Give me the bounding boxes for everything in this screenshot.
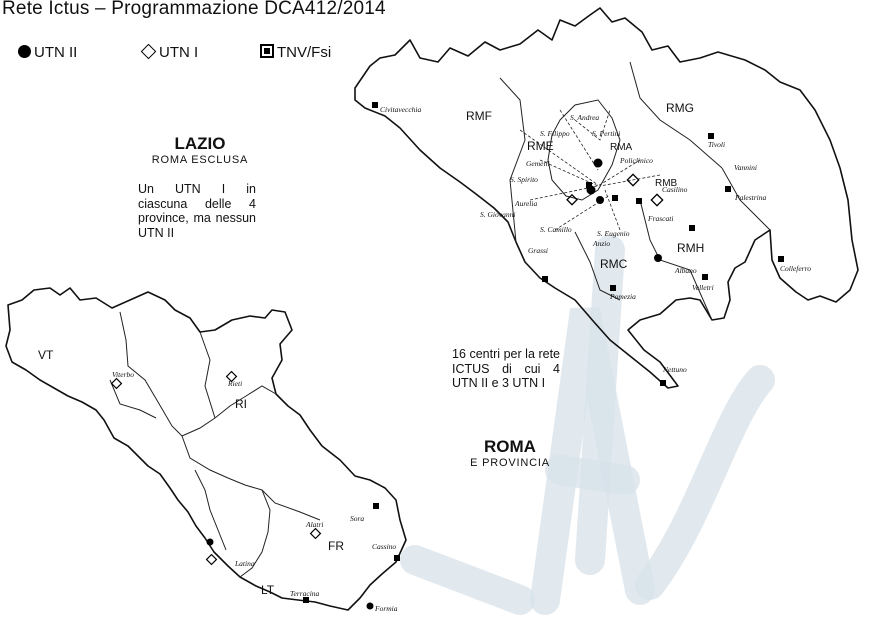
diamond-icon bbox=[309, 527, 322, 540]
lazio-map-labels: VT RI FR LT Viterbo Rieti Alatri Sora Ca… bbox=[38, 348, 398, 613]
map-label: S. Camillo bbox=[540, 225, 572, 234]
map-label: RMF bbox=[466, 109, 492, 123]
roma-map-labels: Civitavecchia RMF RMG RME RMA RMB RMC RM… bbox=[380, 101, 811, 374]
map-label: Albano bbox=[674, 266, 697, 275]
page-title: Rete Ictus – Programmazione DCA412/2014 bbox=[2, 0, 386, 19]
map-label: Palestrina bbox=[734, 193, 766, 202]
map-label: S. Eugenio bbox=[597, 229, 630, 238]
map-label: Vannini bbox=[734, 163, 757, 172]
map-label: RMC bbox=[600, 257, 628, 271]
map-label: Velletri bbox=[692, 283, 714, 292]
map-label: Pomezia bbox=[609, 292, 636, 301]
diamond-icon bbox=[225, 370, 238, 383]
map-label: S. Pertini bbox=[592, 129, 620, 138]
square-icon bbox=[394, 555, 400, 561]
map-label: Policlinico bbox=[619, 156, 653, 165]
legend-utn2: UTN II bbox=[18, 44, 77, 61]
square-icon bbox=[636, 198, 642, 204]
map-label: RMB bbox=[655, 178, 678, 189]
filled-circle-icon bbox=[593, 158, 603, 168]
legend-tnv: TNV/Fsi bbox=[260, 44, 331, 61]
map-label: Frascati bbox=[647, 214, 673, 223]
roma-note: 16 centri per la rete ICTUS di cui 4 UTN… bbox=[452, 347, 560, 390]
legend-tnv-label: TNV/Fsi bbox=[277, 44, 332, 61]
diamond-icon bbox=[110, 377, 123, 390]
square-icon bbox=[303, 597, 309, 603]
map-label: Anzio bbox=[592, 239, 610, 248]
roma-heading-block: ROMA E PROVINCIA bbox=[455, 437, 565, 469]
map-label: Casilino bbox=[662, 185, 688, 194]
map-label: Nettuno bbox=[662, 365, 687, 374]
lazio-heading-block: LAZIO ROMA ESCLUSA bbox=[134, 134, 266, 166]
map-label: Civitavecchia bbox=[380, 105, 421, 114]
square-icon bbox=[542, 276, 548, 282]
filled-circle-icon bbox=[596, 196, 604, 204]
roma-subheading: E PROVINCIA bbox=[470, 457, 550, 469]
lazio-map bbox=[5, 287, 407, 611]
map-label: Rieti bbox=[227, 379, 242, 388]
square-icon bbox=[660, 380, 666, 386]
square-icon bbox=[702, 274, 708, 280]
map-label: RI bbox=[235, 397, 247, 411]
map-label: Aurelia bbox=[514, 199, 537, 208]
map-label: S. Spirito bbox=[510, 175, 538, 184]
map-label: Sora bbox=[350, 514, 364, 523]
map-label: S. Filippo bbox=[540, 129, 570, 138]
map-label: Formia bbox=[374, 604, 398, 613]
map-label: Colleferro bbox=[780, 264, 811, 273]
roma-map-markers bbox=[372, 102, 784, 386]
lazio-subheading: ROMA ESCLUSA bbox=[151, 154, 249, 166]
square-icon bbox=[708, 133, 714, 139]
filled-circle-icon bbox=[206, 538, 214, 546]
map-label: LT bbox=[261, 583, 275, 597]
map-label: S. Giovanni bbox=[480, 210, 515, 219]
lazio-map-markers bbox=[110, 370, 400, 610]
map-label: S. Andrea bbox=[570, 113, 599, 122]
square-icon bbox=[260, 44, 274, 58]
square-icon bbox=[373, 503, 379, 509]
diamond-icon bbox=[626, 173, 640, 187]
filled-circle-icon bbox=[654, 254, 662, 262]
map-label: Viterbo bbox=[112, 370, 134, 379]
map-label: Tivoli bbox=[708, 140, 725, 149]
watermark bbox=[400, 235, 775, 615]
map-label: RME bbox=[527, 139, 554, 153]
map-label: RMH bbox=[677, 241, 704, 255]
map-label: FR bbox=[328, 539, 344, 553]
map-label: Gemelli bbox=[526, 159, 550, 168]
diamond-icon bbox=[566, 193, 578, 206]
roma-heading: ROMA bbox=[484, 437, 536, 456]
roma-map bbox=[354, 7, 859, 389]
map-label: Grassi bbox=[528, 246, 548, 255]
map-label: Alatri bbox=[305, 520, 324, 529]
filled-circle-icon bbox=[366, 602, 374, 610]
diamond-icon bbox=[205, 553, 218, 566]
square-icon bbox=[689, 225, 695, 231]
legend-utn2-label: UTN II bbox=[34, 44, 78, 61]
square-icon bbox=[372, 102, 378, 108]
map-label: Cassino bbox=[372, 542, 396, 551]
square-icon bbox=[725, 186, 731, 192]
map-label: Terracina bbox=[290, 589, 320, 598]
diamond-icon bbox=[650, 193, 664, 207]
map-label: RMG bbox=[666, 101, 694, 115]
map-label: Latina bbox=[234, 559, 255, 568]
map-label: RMA bbox=[610, 142, 633, 153]
square-icon bbox=[778, 256, 784, 262]
square-icon bbox=[612, 195, 618, 201]
square-icon bbox=[586, 182, 592, 188]
legend-utn1-label: UTN I bbox=[159, 44, 199, 61]
lazio-note: Un UTN I in ciascuna delle 4 province, m… bbox=[138, 182, 256, 240]
legend-utn1: UTN I bbox=[140, 43, 199, 61]
map-label: VT bbox=[38, 348, 54, 362]
filled-circle-icon bbox=[18, 45, 31, 58]
lazio-heading: LAZIO bbox=[174, 134, 226, 153]
square-icon bbox=[610, 285, 616, 291]
